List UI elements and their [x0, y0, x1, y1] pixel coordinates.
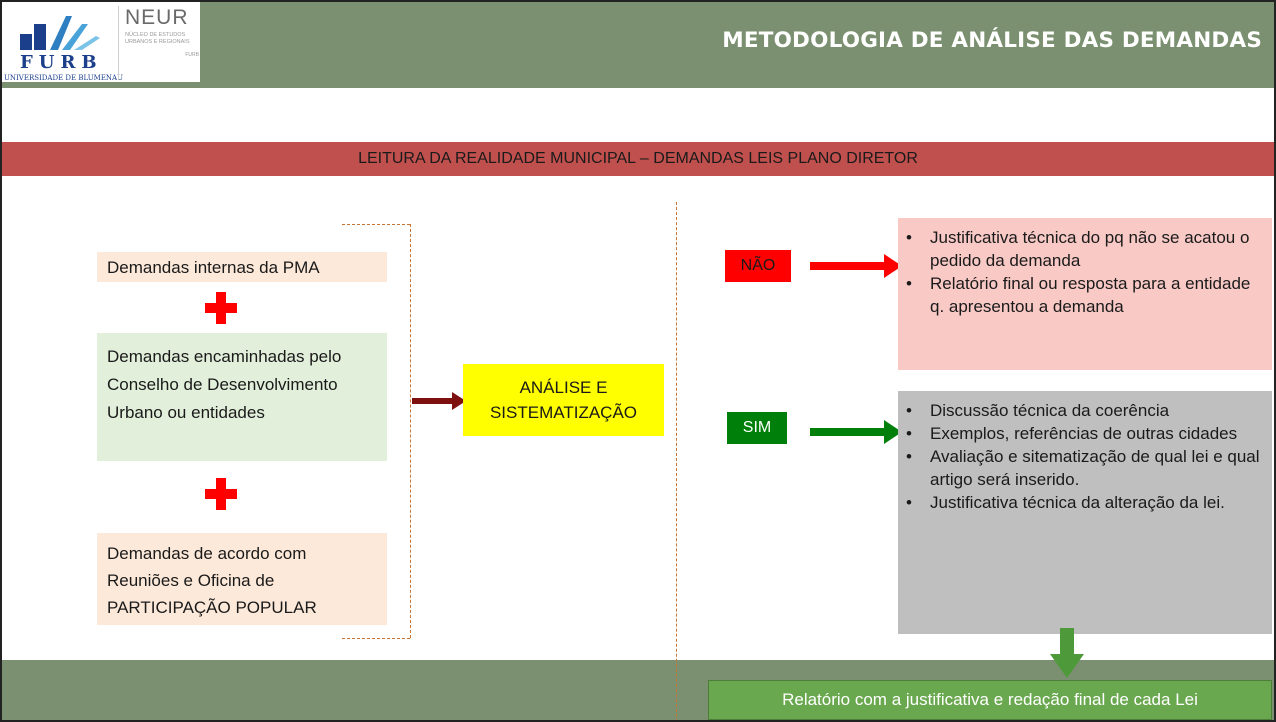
neur-logo-subtitle: NÚCLEO DE ESTUDOS URBANOS E REGIONAIS: [125, 32, 190, 45]
arrow-yes: [810, 420, 902, 444]
furb-logo-text: FURB: [20, 52, 103, 73]
decision-no-list: Justificativa técnica do pq não se acato…: [898, 226, 1264, 318]
bracket-side: [410, 224, 411, 638]
plus-icon: [205, 478, 237, 510]
input-participacao-text: Demandas de acordo com Reuniões e Oficin…: [107, 544, 317, 617]
furb-logo-subtitle: UNIVERSIDADE DE BLUMENAU: [4, 74, 124, 82]
input-participacao-box: Demandas de acordo com Reuniões e Oficin…: [97, 533, 387, 625]
decision-yes-item: Exemplos, referências de outras cidades: [898, 422, 1264, 445]
analysis-text: ANÁLISE E SISTEMATIZAÇÃO: [489, 378, 638, 422]
decision-yes-box: Discussão técnica da coerência Exemplos,…: [898, 391, 1272, 634]
arrow-down-icon: [1050, 628, 1084, 678]
furb-logo-icon: [20, 16, 100, 50]
header-band: [0, 0, 1276, 88]
page-title: METODOLOGIA DE ANÁLISE DAS DEMANDAS: [722, 28, 1262, 53]
input-encaminhadas-text: Demandas encaminhadas pelo Conselho de D…: [107, 347, 342, 422]
logo-area: FURB UNIVERSIDADE DE BLUMENAU NEUR NÚCLE…: [0, 0, 200, 82]
bracket-bottom: [342, 638, 410, 639]
furb-logo: FURB UNIVERSIDADE DE BLUMENAU: [4, 8, 123, 82]
input-encaminhadas-box: Demandas encaminhadas pelo Conselho de D…: [97, 333, 387, 461]
decision-no-box: Justificativa técnica do pq não se acato…: [898, 218, 1272, 370]
neur-logo-text: NEUR: [125, 6, 189, 29]
analysis-box: ANÁLISE E SISTEMATIZAÇÃO: [463, 364, 664, 436]
arrow-no: [810, 254, 902, 278]
arrow-to-analysis: [412, 392, 466, 410]
plus-icon: [205, 292, 237, 324]
decision-yes-item: Discussão técnica da coerência: [898, 399, 1264, 422]
divider-line: [676, 202, 677, 722]
final-report-text: Relatório com a justificativa e redação …: [782, 690, 1198, 709]
decision-no-item: Justificativa técnica do pq não se acato…: [898, 226, 1264, 272]
decision-no-label: NÃO: [725, 250, 791, 282]
bracket-top: [342, 224, 410, 225]
final-report-box: Relatório com a justificativa e redação …: [708, 680, 1272, 720]
input-internas-text: Demandas internas da PMA: [107, 258, 320, 277]
input-internas-box: Demandas internas da PMA: [97, 252, 387, 282]
decision-yes-item: Justificativa técnica da alteração da le…: [898, 491, 1264, 514]
decision-no-item: Relatório final ou resposta para a entid…: [898, 272, 1264, 318]
decision-yes-label: SIM: [727, 412, 787, 444]
neur-logo: NEUR NÚCLEO DE ESTUDOS URBANOS E REGIONA…: [118, 6, 205, 80]
decision-yes-list: Discussão técnica da coerência Exemplos,…: [898, 399, 1264, 514]
decision-yes-item: Avaliação e sitematização de qual lei e …: [898, 445, 1264, 491]
neur-logo-mark: FURB: [185, 52, 199, 58]
section-band-title: LEITURA DA REALIDADE MUNICIPAL – DEMANDA…: [358, 150, 918, 167]
section-band: LEITURA DA REALIDADE MUNICIPAL – DEMANDA…: [0, 142, 1276, 176]
